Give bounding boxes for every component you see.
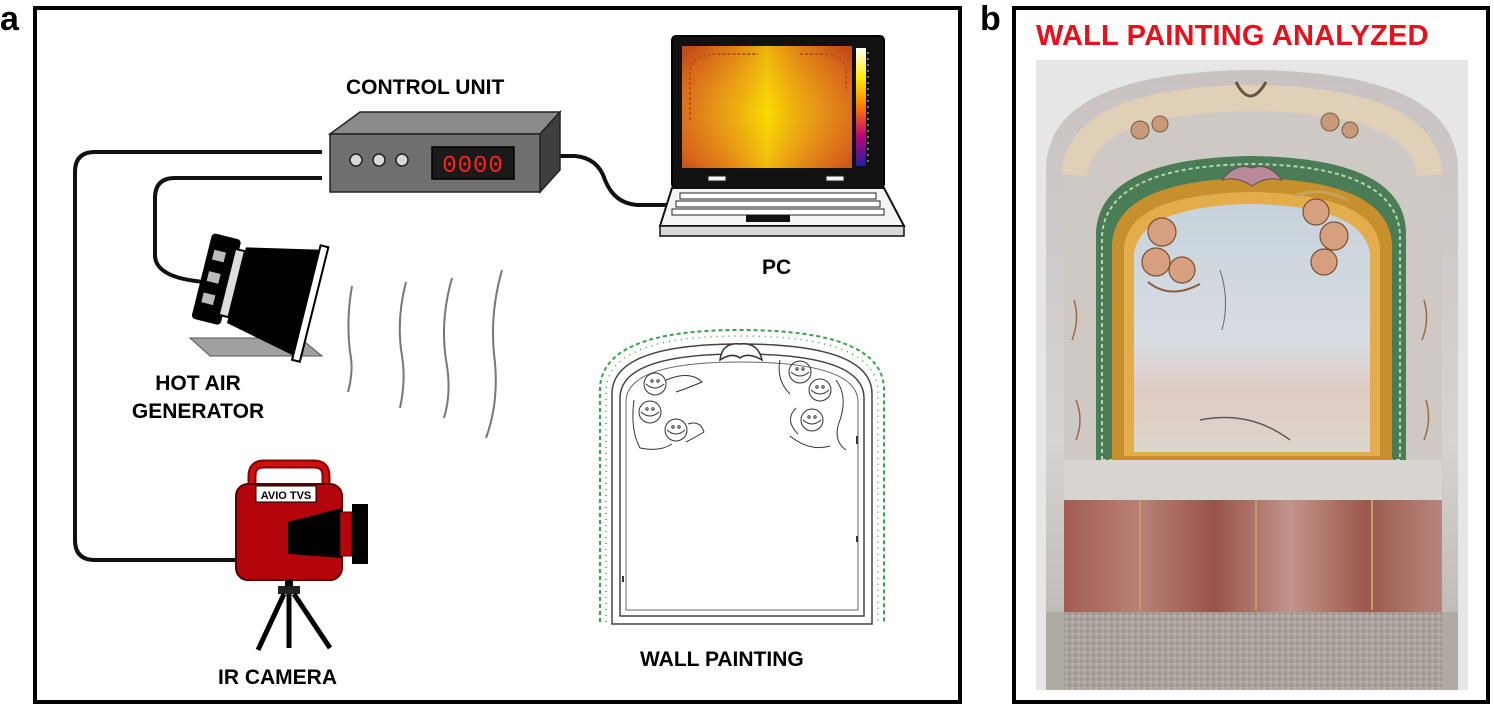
hot-air-generator [187, 219, 328, 362]
ir-camera: AVIO TVS [236, 464, 368, 650]
wall-painting-schematic [600, 330, 884, 624]
knob-icon [350, 154, 362, 166]
photo-title: WALL PAINTING ANALYZED [1036, 20, 1429, 53]
pc-laptop [660, 36, 904, 236]
hot-air-label-line2: GENERATOR [116, 400, 280, 424]
pc-label: PC [762, 256, 791, 280]
hot-air-label-line1: HOT AIR [116, 372, 280, 396]
control-unit-label: CONTROL UNIT [346, 76, 504, 100]
knob-icon [396, 154, 408, 166]
wall-painting-photo [1036, 60, 1468, 690]
temperature-scale [856, 48, 866, 166]
camera-brand-label: AVIO TVS [261, 490, 312, 502]
ir-camera-label: IR CAMERA [218, 666, 337, 690]
wall-painting-label: WALL PAINTING [640, 648, 804, 672]
hot-air-waves [348, 270, 502, 438]
control-unit-display-value: 0000 [442, 153, 504, 180]
knob-icon [373, 154, 385, 166]
control-unit-device: 0000 [330, 112, 560, 192]
